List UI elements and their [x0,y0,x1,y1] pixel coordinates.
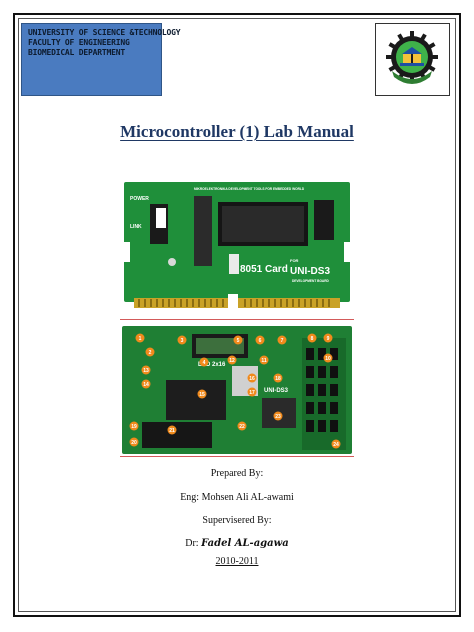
marker-number-7: 7 [281,338,284,344]
university-line-1: UNIVERSITY OF SCIENCE &TECHNOLOGY [28,28,181,37]
university-header-box: UNIVERSITY OF SCIENCE &TECHNOLOGY FACULT… [21,23,181,96]
university-line-3: BIOMEDICAL DEPARTMENT [28,48,125,57]
marker-number-17: 17 [249,390,255,396]
marker-number-8: 8 [311,336,314,342]
marker-number-12: 12 [229,358,235,364]
marker-15 [197,389,207,399]
brand-banner-label: MIKROELEKTRONIKA DEVELOPMENT TOOLS FOR E… [194,187,305,191]
marker-1 [135,333,145,343]
separator-line-2 [120,456,354,457]
marker-17 [247,387,257,397]
marker-number-18: 18 [275,376,281,382]
lcd-label: LCD 2x16 [198,362,226,368]
marker-number-19: 19 [131,424,137,430]
power-label: POWER [130,196,149,202]
page-border-inner [18,18,456,612]
document-title: Microcontroller (1) Lab Manual [120,122,354,141]
marker-number-21: 21 [169,428,175,434]
marker-number-20: 20 [131,440,137,446]
marker-11 [259,355,269,365]
doctor-prefix: Dr: [185,538,199,549]
marker-7 [277,335,287,345]
uni-ds3-label: UNI-DS3 [290,266,330,277]
university-logo-emblem-icon [386,31,438,84]
marker-13 [141,365,151,375]
card-name-label: 8051 Card [240,264,288,275]
marker-12 [227,355,237,365]
marker-6 [255,335,265,345]
marker-24 [331,439,341,449]
marker-number-13: 13 [143,368,149,374]
marker-4 [199,357,209,367]
for-label: FOR [290,258,299,263]
dev-uni-ds3-label: UNI-DS3 [264,388,289,394]
marker-2 [145,347,155,357]
dev-board-label: DEVELOPMENT BOARD [292,279,330,283]
marker-number-24: 24 [333,442,339,448]
marker-number-23: 23 [275,414,281,420]
marker-number-3: 3 [181,338,184,344]
separator-line [120,319,354,320]
marker-8 [307,333,317,343]
university-logo-box [375,23,450,96]
marker-22 [237,421,247,431]
supervised-by-label: Supervisered By: [202,515,272,526]
marker-19 [129,421,139,431]
marker-number-6: 6 [259,338,262,344]
marker-14 [141,379,151,389]
marker-number-5: 5 [237,338,240,344]
engineer-name: Eng: Mohsen Ali AL-awami [180,492,294,503]
marker-3 [177,335,187,345]
marker-23 [273,411,283,421]
card-board-photo: POWER LINK MIKROELEKTRONIKA DEVELOPMENT … [124,182,350,310]
marker-number-16: 16 [249,376,255,382]
marker-10 [323,353,333,363]
supervisor-name: Fadel AL-agawa [201,538,289,549]
prepared-by-label: Prepared By: [210,468,264,479]
marker-9 [323,333,333,343]
supervisor-line: Dr: Fadel AL-agawa [0,538,474,549]
marker-5 [233,335,243,345]
marker-number-2: 2 [149,350,152,356]
marker-16 [247,373,257,383]
marker-number-4: 4 [203,360,206,366]
page-border-outer [13,13,461,617]
university-line-2: FACULTY OF ENGINEERING [28,38,130,47]
marker-number-1: 1 [139,336,142,342]
marker-number-22: 22 [239,424,245,430]
marker-number-9: 9 [327,336,330,342]
academic-years: 2010-2011 [215,556,259,567]
usb-link-label: LINK [130,224,142,230]
marker-18 [273,373,283,383]
marker-number-15: 15 [199,392,205,398]
marker-21 [167,425,177,435]
marker-number-14: 14 [143,382,149,388]
marker-number-10: 10 [325,356,331,362]
marker-number-11: 11 [261,358,267,364]
marker-20 [129,437,139,447]
